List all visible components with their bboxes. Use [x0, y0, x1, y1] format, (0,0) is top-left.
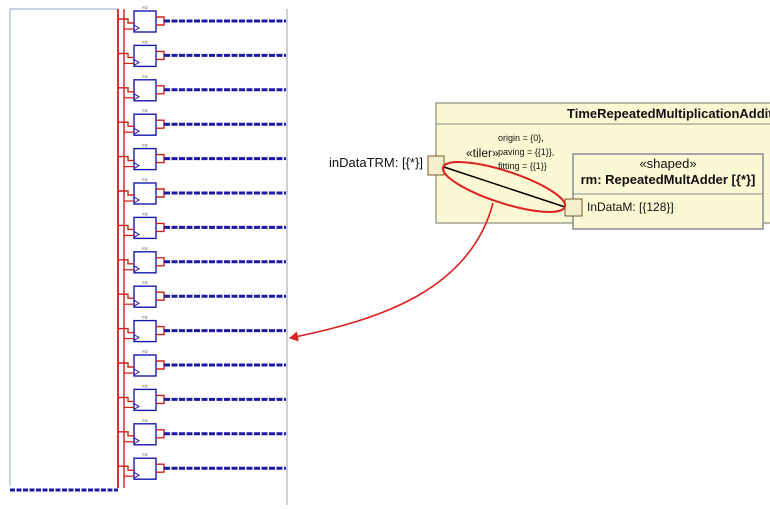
register-label: FD — [142, 108, 147, 113]
register-output-trace — [156, 257, 165, 267]
tiler-stereotype: «tiler» — [466, 146, 499, 160]
connector-highlight-ellipse — [441, 161, 567, 213]
register-output-trace — [156, 188, 165, 198]
register-label: FD — [142, 39, 147, 44]
register-input-trace — [118, 87, 134, 93]
outer-port-label: inDataTRM: [{*}] — [329, 155, 423, 170]
register-label: FD — [142, 315, 147, 320]
register-block — [133, 354, 157, 377]
register-label: FD — [142, 452, 147, 457]
register-output-trace — [156, 291, 165, 301]
register-output-trace — [156, 429, 165, 439]
clock-mark — [133, 162, 140, 170]
clock-mark — [133, 230, 140, 238]
tiler-connector — [443, 166, 566, 208]
clock-mark — [133, 24, 140, 32]
register-input-trace — [118, 52, 134, 59]
outer-port[interactable] — [427, 155, 445, 176]
register-input-trace — [118, 327, 134, 334]
register-input-trace — [118, 259, 134, 265]
inner-port[interactable] — [564, 198, 583, 217]
register-label: FD — [142, 246, 147, 251]
register-output-trace — [156, 16, 165, 26]
register-input-trace — [118, 465, 134, 471]
register-output-trace — [156, 50, 165, 61]
clock-mark — [133, 299, 140, 307]
register-output-trace — [156, 360, 165, 370]
tiler-fitting: fitting = {{1}} — [498, 161, 547, 171]
clock-mark — [133, 437, 140, 445]
clock-mark — [133, 58, 140, 66]
register-input-trace — [118, 121, 134, 127]
register-input-trace — [118, 396, 134, 403]
part-stereotype: «shaped» — [639, 156, 697, 171]
register-output-trace — [156, 463, 165, 473]
register-output-trace — [156, 119, 165, 129]
register-label: FD — [142, 143, 147, 148]
register-label: FD — [142, 211, 147, 216]
register-block — [133, 147, 157, 171]
tiler-paving: paving = {{1}}, — [498, 147, 555, 157]
component-title: TimeRepeatedMultiplicationAddition — [567, 106, 770, 121]
register-block — [133, 457, 157, 480]
clock-mark — [133, 196, 140, 204]
register-label: FD — [142, 383, 147, 388]
register-block — [133, 319, 157, 343]
register-label: FD — [142, 177, 147, 182]
register-input-trace — [118, 362, 134, 368]
mapping-arrow — [289, 202, 494, 342]
register-output-trace — [156, 394, 165, 405]
register-input-trace — [118, 431, 134, 437]
register-block — [133, 44, 157, 68]
register-output-trace — [156, 153, 165, 164]
clock-mark — [133, 265, 140, 273]
register-label: FD — [142, 349, 147, 354]
clock-mark — [133, 368, 140, 376]
register-chain: FD FD FD FD FD FD FD FD FD FD FD FD FD FD — [117, 5, 286, 488]
register-output-trace — [156, 325, 165, 336]
register-block — [133, 423, 157, 446]
clock-mark — [133, 93, 140, 101]
register-block — [133, 388, 157, 412]
register-label: FD — [142, 5, 147, 10]
inner-port-label: InDataM: [{128}] — [587, 200, 674, 214]
part-box[interactable] — [572, 153, 764, 230]
register-block — [133, 10, 157, 33]
clock-mark — [133, 402, 140, 410]
register-block — [133, 79, 157, 102]
register-label: FD — [142, 418, 147, 423]
register-label: FD — [142, 280, 147, 285]
clock-mark — [133, 127, 140, 135]
clock-mark — [133, 334, 140, 342]
schematic-view: FD FD FD FD FD FD FD FD FD FD FD FD FD FD — [9, 5, 288, 505]
register-output-trace — [156, 222, 165, 233]
register-output-trace — [156, 85, 165, 95]
register-input-trace — [118, 224, 134, 231]
part-name: rm: RepeatedMultAdder [{*}] — [580, 172, 756, 187]
register-block — [133, 251, 157, 274]
register-input-trace — [118, 155, 134, 162]
register-label: FD — [142, 74, 147, 79]
register-block — [133, 182, 157, 205]
register-input-trace — [118, 18, 134, 24]
register-input-trace — [118, 293, 134, 299]
register-block — [133, 113, 157, 136]
tiler-origin: origin = {0}, — [498, 133, 544, 143]
clock-mark — [133, 471, 140, 479]
register-block — [133, 285, 157, 308]
uml-component — [289, 102, 770, 342]
register-block — [133, 216, 157, 240]
register-input-trace — [118, 190, 134, 196]
